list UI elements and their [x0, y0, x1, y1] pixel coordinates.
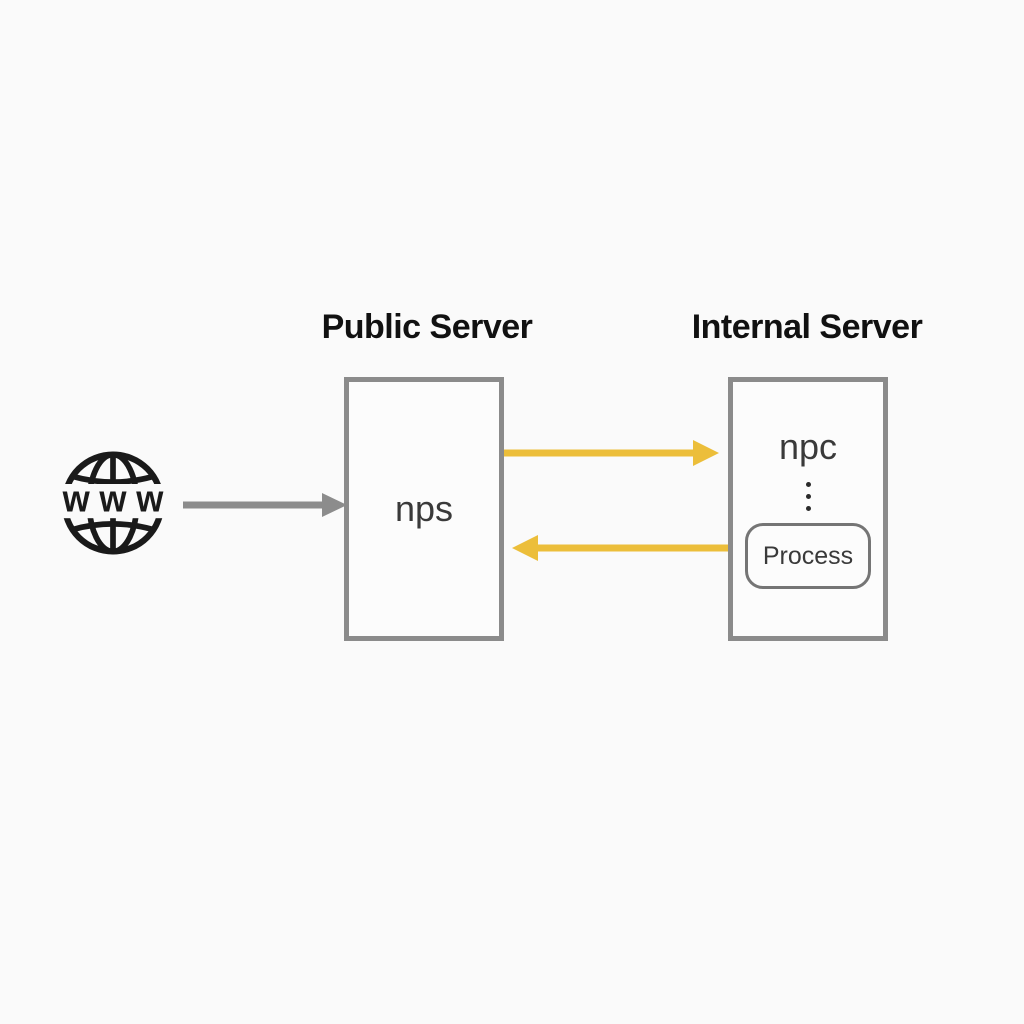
arrow-npc-to-nps [512, 533, 728, 563]
vertical-ellipsis-icon [805, 482, 811, 511]
www-globe-icon: w w w [52, 446, 174, 560]
ellipsis-dot [805, 494, 811, 499]
npc-label: npc [778, 426, 838, 467]
internal-server-title: Internal Server [691, 308, 923, 346]
arrow-internet-to-nps [183, 490, 347, 520]
public-server-box: nps [344, 377, 504, 641]
internal-server-box: npc Process [728, 377, 888, 641]
ellipsis-dot [805, 506, 811, 511]
process-box: Process [745, 523, 871, 589]
www-label: w w w [62, 479, 164, 521]
process-label: Process [762, 541, 854, 570]
arrow-nps-to-npc [504, 438, 719, 468]
ellipsis-dot [805, 482, 811, 487]
public-server-title: Public Server [321, 308, 533, 346]
nps-label: nps [394, 488, 454, 529]
